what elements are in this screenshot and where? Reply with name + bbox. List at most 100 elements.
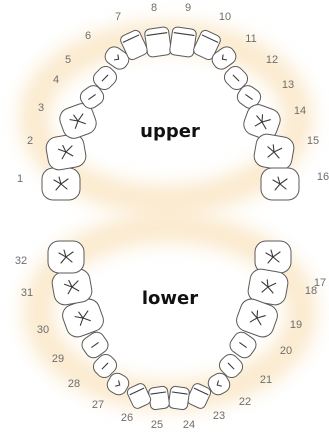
tooth-24[interactable] bbox=[168, 385, 190, 411]
tooth-number: 5 bbox=[65, 54, 71, 66]
tooth-number: 15 bbox=[307, 135, 319, 147]
tooth-outline bbox=[193, 29, 221, 61]
tooth-outline bbox=[104, 46, 130, 70]
molar-fissure bbox=[261, 279, 277, 294]
tooth-number: 28 bbox=[68, 378, 80, 390]
tooth-number: 27 bbox=[92, 399, 104, 411]
premolar-fissure bbox=[245, 94, 253, 100]
incisal-edge bbox=[171, 391, 188, 395]
tooth-10[interactable] bbox=[192, 29, 222, 61]
tooth-32[interactable] bbox=[47, 240, 85, 274]
tooth-number: 19 bbox=[290, 319, 302, 331]
incisal-edge bbox=[201, 34, 219, 43]
tooth-20[interactable] bbox=[227, 329, 259, 361]
tooth-outline bbox=[148, 385, 170, 411]
tooth-5[interactable] bbox=[90, 63, 120, 93]
tooth-28[interactable] bbox=[90, 351, 120, 381]
incisal-edge bbox=[146, 32, 168, 37]
tooth-17[interactable] bbox=[254, 240, 292, 274]
tooth-6[interactable] bbox=[102, 44, 132, 73]
tooth-outline bbox=[106, 372, 130, 396]
tooth-3[interactable] bbox=[57, 101, 100, 142]
tooth-1[interactable] bbox=[41, 167, 81, 201]
tooth-number: 7 bbox=[115, 11, 121, 23]
tooth-number: 23 bbox=[213, 410, 225, 422]
tooth-number: 20 bbox=[280, 345, 292, 357]
tooth-number: 24 bbox=[183, 419, 195, 431]
tooth-7[interactable] bbox=[119, 29, 149, 61]
incisal-edge bbox=[122, 34, 140, 43]
premolar-fissure bbox=[232, 74, 240, 82]
tooth-25[interactable] bbox=[148, 385, 170, 411]
tooth-outline bbox=[186, 383, 212, 409]
premolar-fissure bbox=[101, 74, 109, 82]
tooth-12[interactable] bbox=[221, 63, 251, 93]
tooth-number: 22 bbox=[239, 396, 251, 408]
molar-fissure bbox=[53, 176, 69, 191]
tooth-27[interactable] bbox=[104, 370, 131, 397]
tooth-19[interactable] bbox=[234, 296, 281, 340]
canine-fissure bbox=[115, 380, 121, 387]
tooth-number: 30 bbox=[37, 324, 49, 336]
upper-arch-label: upper bbox=[140, 121, 200, 142]
lower-arch-label: lower bbox=[142, 288, 198, 309]
tooth-22[interactable] bbox=[205, 370, 232, 397]
tooth-number: 4 bbox=[53, 74, 59, 86]
tooth-26[interactable] bbox=[126, 382, 153, 410]
tooth-number: 9 bbox=[185, 2, 191, 14]
tooth-number: 6 bbox=[85, 30, 91, 42]
tooth-number: 11 bbox=[245, 33, 256, 45]
tooth-outline bbox=[126, 383, 152, 409]
tooth-2[interactable] bbox=[44, 132, 87, 171]
canine-fissure bbox=[113, 54, 120, 61]
tooth-29[interactable] bbox=[79, 329, 111, 361]
canine-fissure bbox=[216, 380, 222, 387]
molar-fissure bbox=[69, 113, 86, 129]
tooth-outline bbox=[144, 26, 172, 58]
molar-fissure bbox=[57, 144, 74, 160]
molar-fissure bbox=[74, 310, 91, 326]
molar-fissure bbox=[58, 249, 74, 264]
tooth-number: 10 bbox=[219, 11, 231, 23]
tooth-18[interactable] bbox=[246, 267, 289, 306]
tooth-4[interactable] bbox=[77, 82, 106, 111]
tooth-23[interactable] bbox=[186, 382, 213, 410]
arch-glow bbox=[19, 21, 317, 411]
incisal-edge bbox=[173, 32, 195, 37]
tooth-number: 17 bbox=[314, 277, 326, 289]
tooth-9[interactable] bbox=[169, 26, 197, 58]
tooth-number: 25 bbox=[151, 419, 163, 431]
tooth-number: 2 bbox=[27, 135, 33, 147]
tooth-outline bbox=[169, 26, 197, 58]
molar-fissure bbox=[265, 249, 281, 264]
tooth-number: 31 bbox=[21, 287, 33, 299]
tooth-number: 13 bbox=[282, 79, 294, 91]
tooth-11[interactable] bbox=[209, 44, 239, 73]
tooth-outline bbox=[211, 46, 237, 70]
tooth-13[interactable] bbox=[234, 82, 263, 111]
tooth-outline bbox=[207, 372, 231, 396]
tooth-outline bbox=[120, 29, 148, 61]
premolar-fissure bbox=[227, 362, 235, 370]
tooth-number: 18 bbox=[305, 285, 317, 297]
tooth-number: 32 bbox=[15, 255, 27, 267]
molar-fissure bbox=[254, 114, 271, 130]
premolar-fissure bbox=[91, 342, 99, 348]
molar-fissure bbox=[272, 176, 288, 191]
tooth-14[interactable] bbox=[241, 102, 284, 143]
tooth-number: 3 bbox=[38, 102, 44, 114]
tooth-number: 26 bbox=[121, 412, 133, 424]
tooth-8[interactable] bbox=[144, 26, 172, 58]
incisal-edge bbox=[150, 391, 167, 395]
tooth-15[interactable] bbox=[252, 132, 295, 171]
tooth-number: 8 bbox=[151, 2, 157, 14]
premolar-fissure bbox=[101, 362, 109, 370]
incisal-edge bbox=[193, 387, 209, 396]
teeth bbox=[41, 26, 300, 411]
tooth-21[interactable] bbox=[216, 351, 246, 381]
tooth-number: 16 bbox=[317, 171, 329, 183]
tooth-number: 12 bbox=[266, 54, 278, 66]
tooth-16[interactable] bbox=[260, 167, 300, 201]
tooth-number: 29 bbox=[52, 353, 64, 365]
